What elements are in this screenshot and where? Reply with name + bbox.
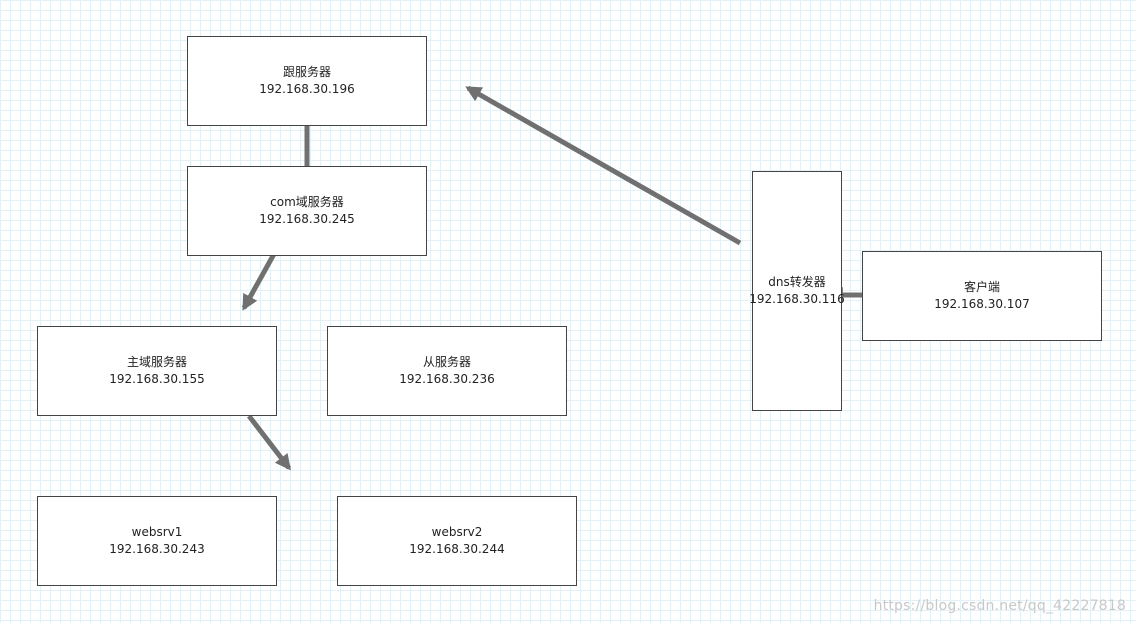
node-title: 主域服务器 xyxy=(126,355,187,369)
node-title: 客户端 xyxy=(963,280,1000,294)
node-title: 跟服务器 xyxy=(282,65,331,79)
websrv2-node: websrv2 192.168.30.244 xyxy=(337,496,577,586)
arrow-master-to-web1 xyxy=(247,414,291,471)
node-title: dns转发器 xyxy=(768,275,826,289)
node-ip: 192.168.30.155 xyxy=(109,372,205,386)
node-ip: 192.168.30.243 xyxy=(109,542,205,556)
node-ip: 192.168.30.196 xyxy=(259,82,355,96)
dns-forwarder-node: dns转发器 192.168.30.116 xyxy=(749,171,845,411)
com-domain-server-node: com域服务器 192.168.30.245 xyxy=(187,166,427,256)
watermark-url: https://blog.csdn.net/qq_42227818 xyxy=(873,598,1126,614)
node-ip: 192.168.30.244 xyxy=(409,542,505,556)
node-ip: 192.168.30.116 xyxy=(749,292,845,306)
node-title: 从服务器 xyxy=(422,355,471,369)
arrow-com-to-master xyxy=(241,252,277,311)
node-ip: 192.168.30.236 xyxy=(399,372,495,386)
node-title: com域服务器 xyxy=(270,195,344,209)
node-ip: 192.168.30.245 xyxy=(259,212,355,226)
slave-server-node: 从服务器 192.168.30.236 xyxy=(327,326,567,416)
websrv1-node: websrv1 192.168.30.243 xyxy=(37,496,277,586)
node-title: websrv2 xyxy=(431,525,483,539)
client-node: 客户端 192.168.30.107 xyxy=(862,251,1102,341)
arrow-dns-to-root xyxy=(465,85,742,246)
node-title: websrv1 xyxy=(131,525,183,539)
node-ip: 192.168.30.107 xyxy=(934,297,1030,311)
root-server-node: 跟服务器 192.168.30.196 xyxy=(187,36,427,126)
master-domain-server-node: 主域服务器 192.168.30.155 xyxy=(37,326,277,416)
